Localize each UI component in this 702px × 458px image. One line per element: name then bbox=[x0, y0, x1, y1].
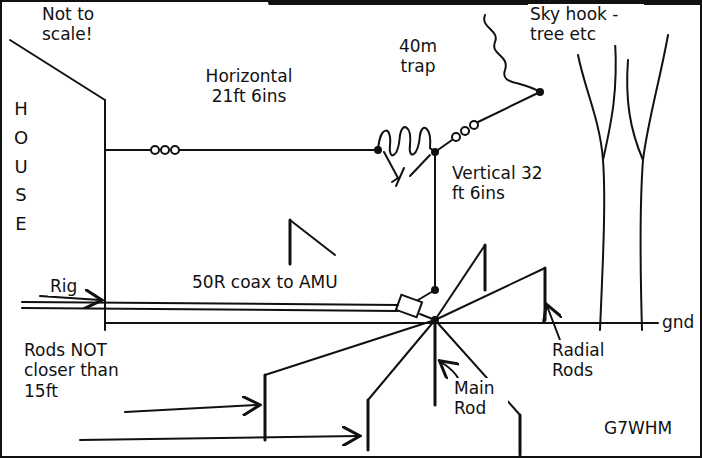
wire bbox=[435, 140, 452, 152]
tree bbox=[578, 55, 604, 330]
insulator bbox=[151, 146, 179, 154]
pointer bbox=[125, 405, 258, 412]
radial-rods bbox=[265, 220, 545, 455]
part-name: Main Rod bbox=[452, 378, 508, 419]
amu-box bbox=[396, 295, 422, 318]
roof-line bbox=[10, 40, 105, 100]
callsign: G7WHM bbox=[602, 418, 674, 438]
wire bbox=[179, 149, 378, 151]
pointer bbox=[441, 362, 458, 378]
pointer bbox=[40, 296, 100, 300]
part-name: 50R coax to AMU bbox=[190, 272, 340, 292]
pointer bbox=[80, 436, 358, 440]
part-name: Rig bbox=[48, 276, 79, 296]
note: Sky hook - tree etc bbox=[528, 4, 644, 45]
part-name: gnd bbox=[660, 312, 696, 332]
wire bbox=[418, 290, 435, 300]
dimension: Vertical 32 ft 6ins bbox=[450, 163, 559, 204]
pointer bbox=[547, 306, 560, 340]
main-rod bbox=[434, 318, 437, 405]
wire bbox=[478, 92, 540, 122]
wire bbox=[434, 152, 436, 290]
coax bbox=[22, 308, 398, 311]
coax bbox=[22, 302, 398, 305]
trap-coil bbox=[375, 127, 438, 186]
house-wall bbox=[104, 100, 106, 330]
tree bbox=[641, 35, 668, 330]
dimension: Horizontal 21ft 6ins bbox=[188, 66, 310, 107]
part-name: 40m trap bbox=[390, 36, 446, 77]
part-name: Radial Rods bbox=[550, 340, 626, 381]
insulator bbox=[452, 121, 478, 141]
house: HOUSE bbox=[12, 95, 30, 239]
ground-line bbox=[105, 322, 658, 324]
tree bbox=[603, 40, 643, 160]
note: Not to scale! bbox=[40, 4, 116, 45]
note: Rods NOT closer than 15ft bbox=[22, 340, 128, 401]
wire bbox=[105, 149, 150, 151]
